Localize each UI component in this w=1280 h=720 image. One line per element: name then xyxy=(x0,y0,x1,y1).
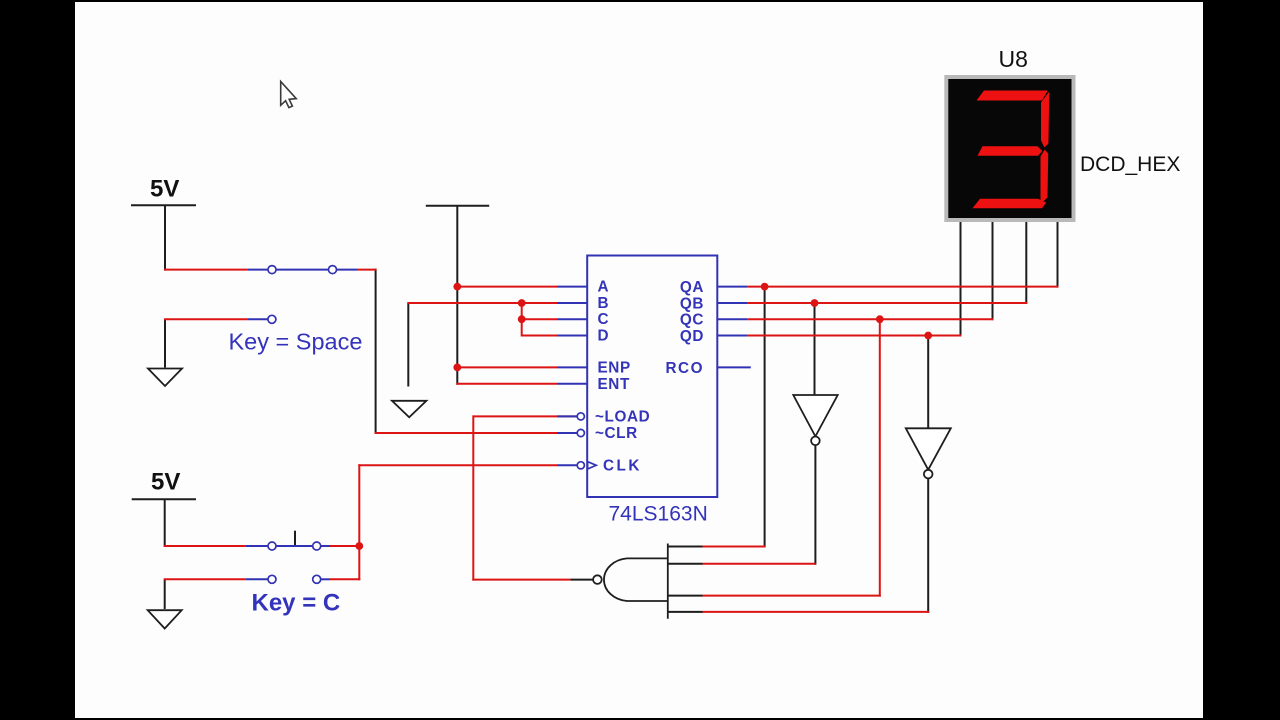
svg-text:QD: QD xyxy=(680,328,704,345)
svg-text:CLK: CLK xyxy=(603,457,642,474)
svg-text:Key = Space: Key = Space xyxy=(229,329,363,355)
svg-text:U8: U8 xyxy=(999,46,1028,72)
svg-text:5V: 5V xyxy=(150,176,179,203)
svg-text:ENT: ENT xyxy=(598,376,630,393)
svg-text:C: C xyxy=(598,311,610,328)
svg-text:QC: QC xyxy=(680,312,704,329)
svg-text:~CLR: ~CLR xyxy=(595,425,638,442)
svg-text:5V: 5V xyxy=(151,469,180,496)
svg-text:RCO: RCO xyxy=(666,360,705,377)
svg-text:ENP: ENP xyxy=(598,359,631,376)
svg-text:74LS163N: 74LS163N xyxy=(609,503,708,526)
svg-text:A: A xyxy=(598,279,610,296)
svg-text:QB: QB xyxy=(680,295,704,312)
svg-text:Key = C: Key = C xyxy=(252,590,341,617)
svg-text:QA: QA xyxy=(680,279,704,296)
svg-text:DCD_HEX: DCD_HEX xyxy=(1080,153,1180,176)
svg-text:~LOAD: ~LOAD xyxy=(595,408,650,425)
svg-text:B: B xyxy=(598,295,610,312)
svg-text:D: D xyxy=(598,328,610,345)
